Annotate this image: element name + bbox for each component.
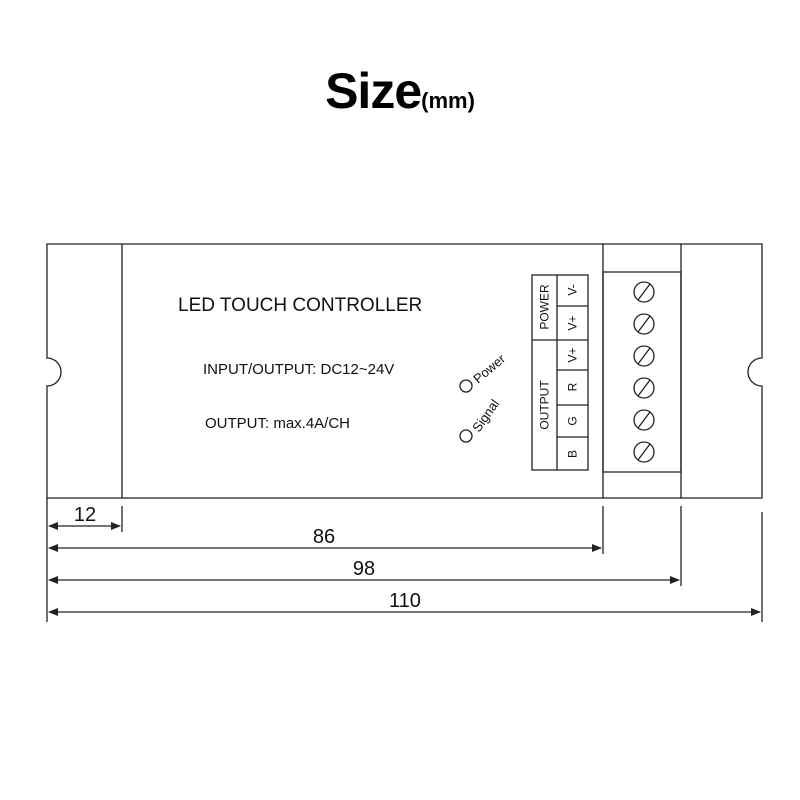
output-spec: OUTPUT: max.4A/CH — [205, 415, 350, 432]
title-main: Size — [325, 63, 422, 119]
screw-icon — [633, 281, 655, 303]
terminal-label-b: B — [566, 450, 580, 458]
signal-led-icon — [459, 429, 473, 443]
dimension-value-12: 12 — [74, 504, 96, 526]
screw-icon — [633, 409, 655, 431]
power-group-label: POWER — [538, 284, 552, 330]
dimension-value-110: 110 — [389, 590, 421, 612]
dimension-value-86: 86 — [313, 526, 335, 548]
screw-icon — [633, 441, 655, 463]
terminal-label-v-plus-2: V+ — [566, 347, 580, 362]
screw-icon — [633, 377, 655, 399]
dimension-value-98: 98 — [353, 558, 375, 580]
terminal-label-v-minus: V- — [566, 284, 580, 295]
terminal-label-r: R — [566, 382, 580, 391]
screw-icon — [633, 313, 655, 335]
terminal-label-block — [531, 274, 589, 471]
title-unit: (mm) — [421, 88, 475, 113]
controller-housing — [46, 243, 763, 499]
terminal-screws — [633, 281, 655, 463]
input-output-spec: INPUT/OUTPUT: DC12~24V — [203, 361, 394, 378]
screw-icon — [633, 345, 655, 367]
power-led-icon — [459, 379, 473, 393]
signal-indicator-label: Signal — [469, 396, 502, 434]
device-label: LED TOUCH CONTROLLER — [178, 295, 422, 316]
power-indicator-label: Power — [470, 351, 508, 387]
diagram-title: Size(mm) — [0, 62, 800, 120]
terminal-label-g: G — [566, 416, 580, 425]
extension-lines — [46, 498, 763, 622]
output-group-label: OUTPUT — [538, 380, 552, 430]
terminal-label-v-plus-1: V+ — [566, 315, 580, 330]
